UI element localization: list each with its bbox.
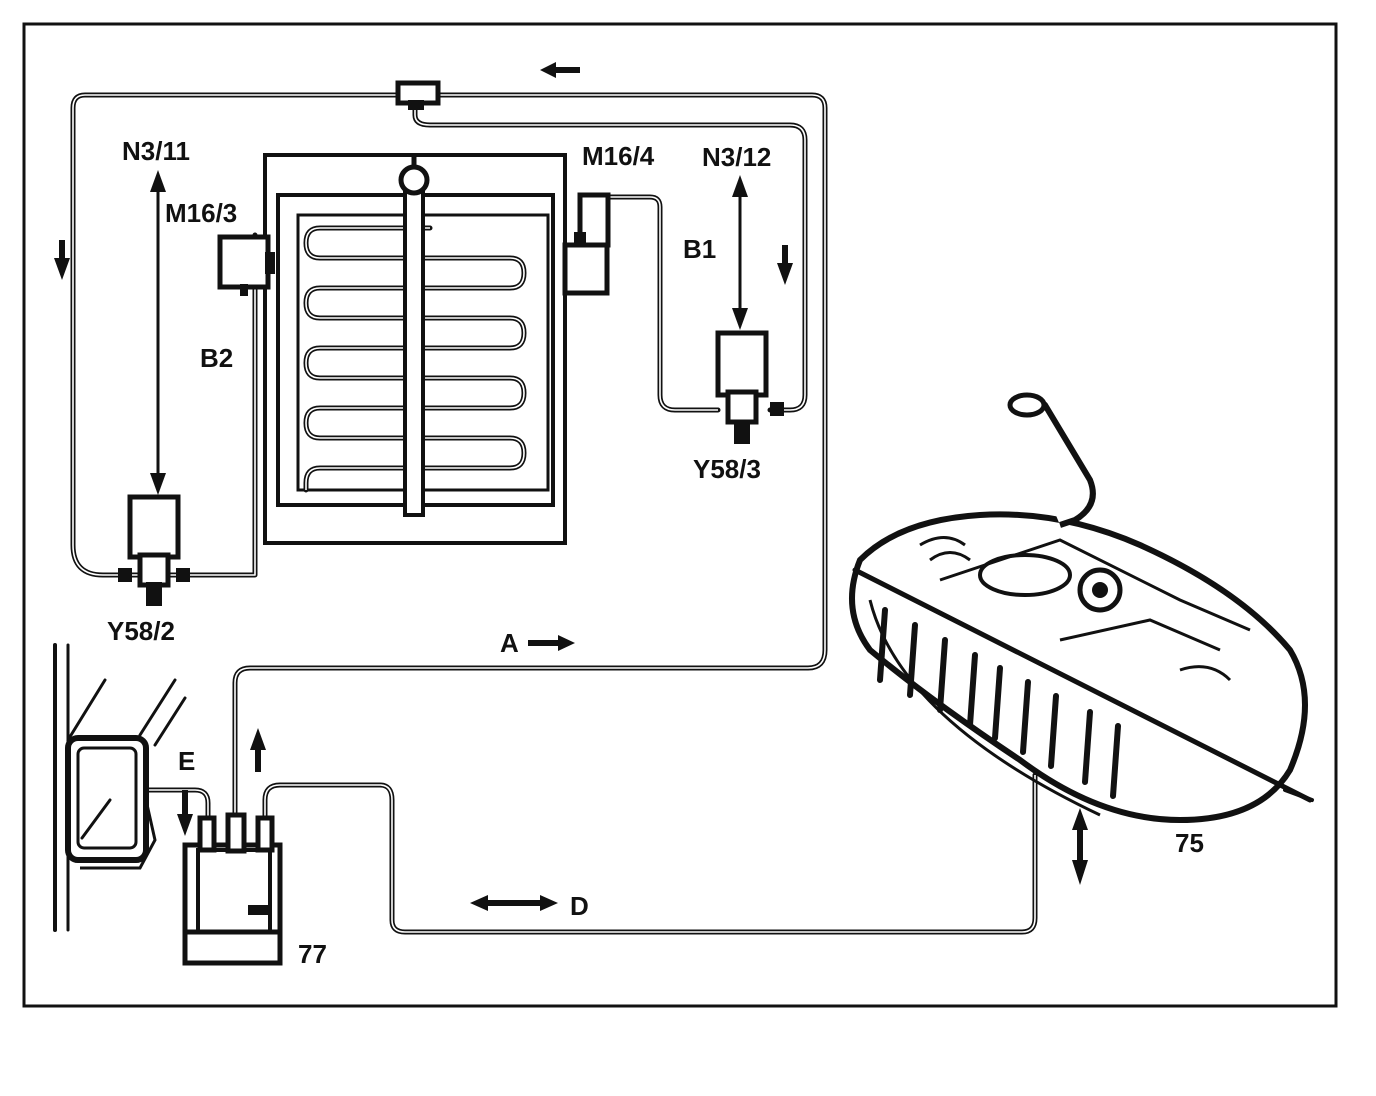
label-m16-3: M16/3: [165, 198, 237, 228]
tee-connector: [395, 80, 441, 110]
label-b1: B1: [683, 234, 716, 264]
heater-core: [263, 153, 567, 545]
tank-ribs: [877, 607, 1121, 799]
label-n3-11: N3/11: [122, 136, 190, 166]
flow-arrows: [54, 62, 1088, 911]
fuel-tank-75: [849, 392, 1314, 824]
label-a: A: [500, 628, 519, 658]
label-b2: B2: [200, 343, 233, 373]
n3-12-arrow: [732, 175, 748, 330]
label-m16-4: M16/4: [582, 141, 655, 171]
diagram-frame: [22, 22, 1338, 1008]
label-n3-12: N3/12: [702, 142, 771, 172]
label-75: 75: [1175, 828, 1204, 858]
valve-y58-3: [715, 330, 784, 444]
label-d: D: [570, 891, 589, 921]
labels: N3/11 N3/12 M16/3 M16/4 B1 B2 Y58/2 Y58/…: [107, 136, 1204, 969]
actuator-m16-4: [562, 192, 611, 296]
canister-77: [182, 812, 283, 966]
label-77: 77: [298, 939, 327, 969]
valve-y58-2: [118, 494, 190, 606]
label-e: E: [178, 746, 195, 776]
n3-11-arrow: [150, 170, 166, 495]
label-y58-2: Y58/2: [107, 616, 175, 646]
actuator-m16-3: [217, 234, 275, 296]
charcoal-filter: [53, 643, 187, 932]
label-y58-3: Y58/3: [693, 454, 761, 484]
